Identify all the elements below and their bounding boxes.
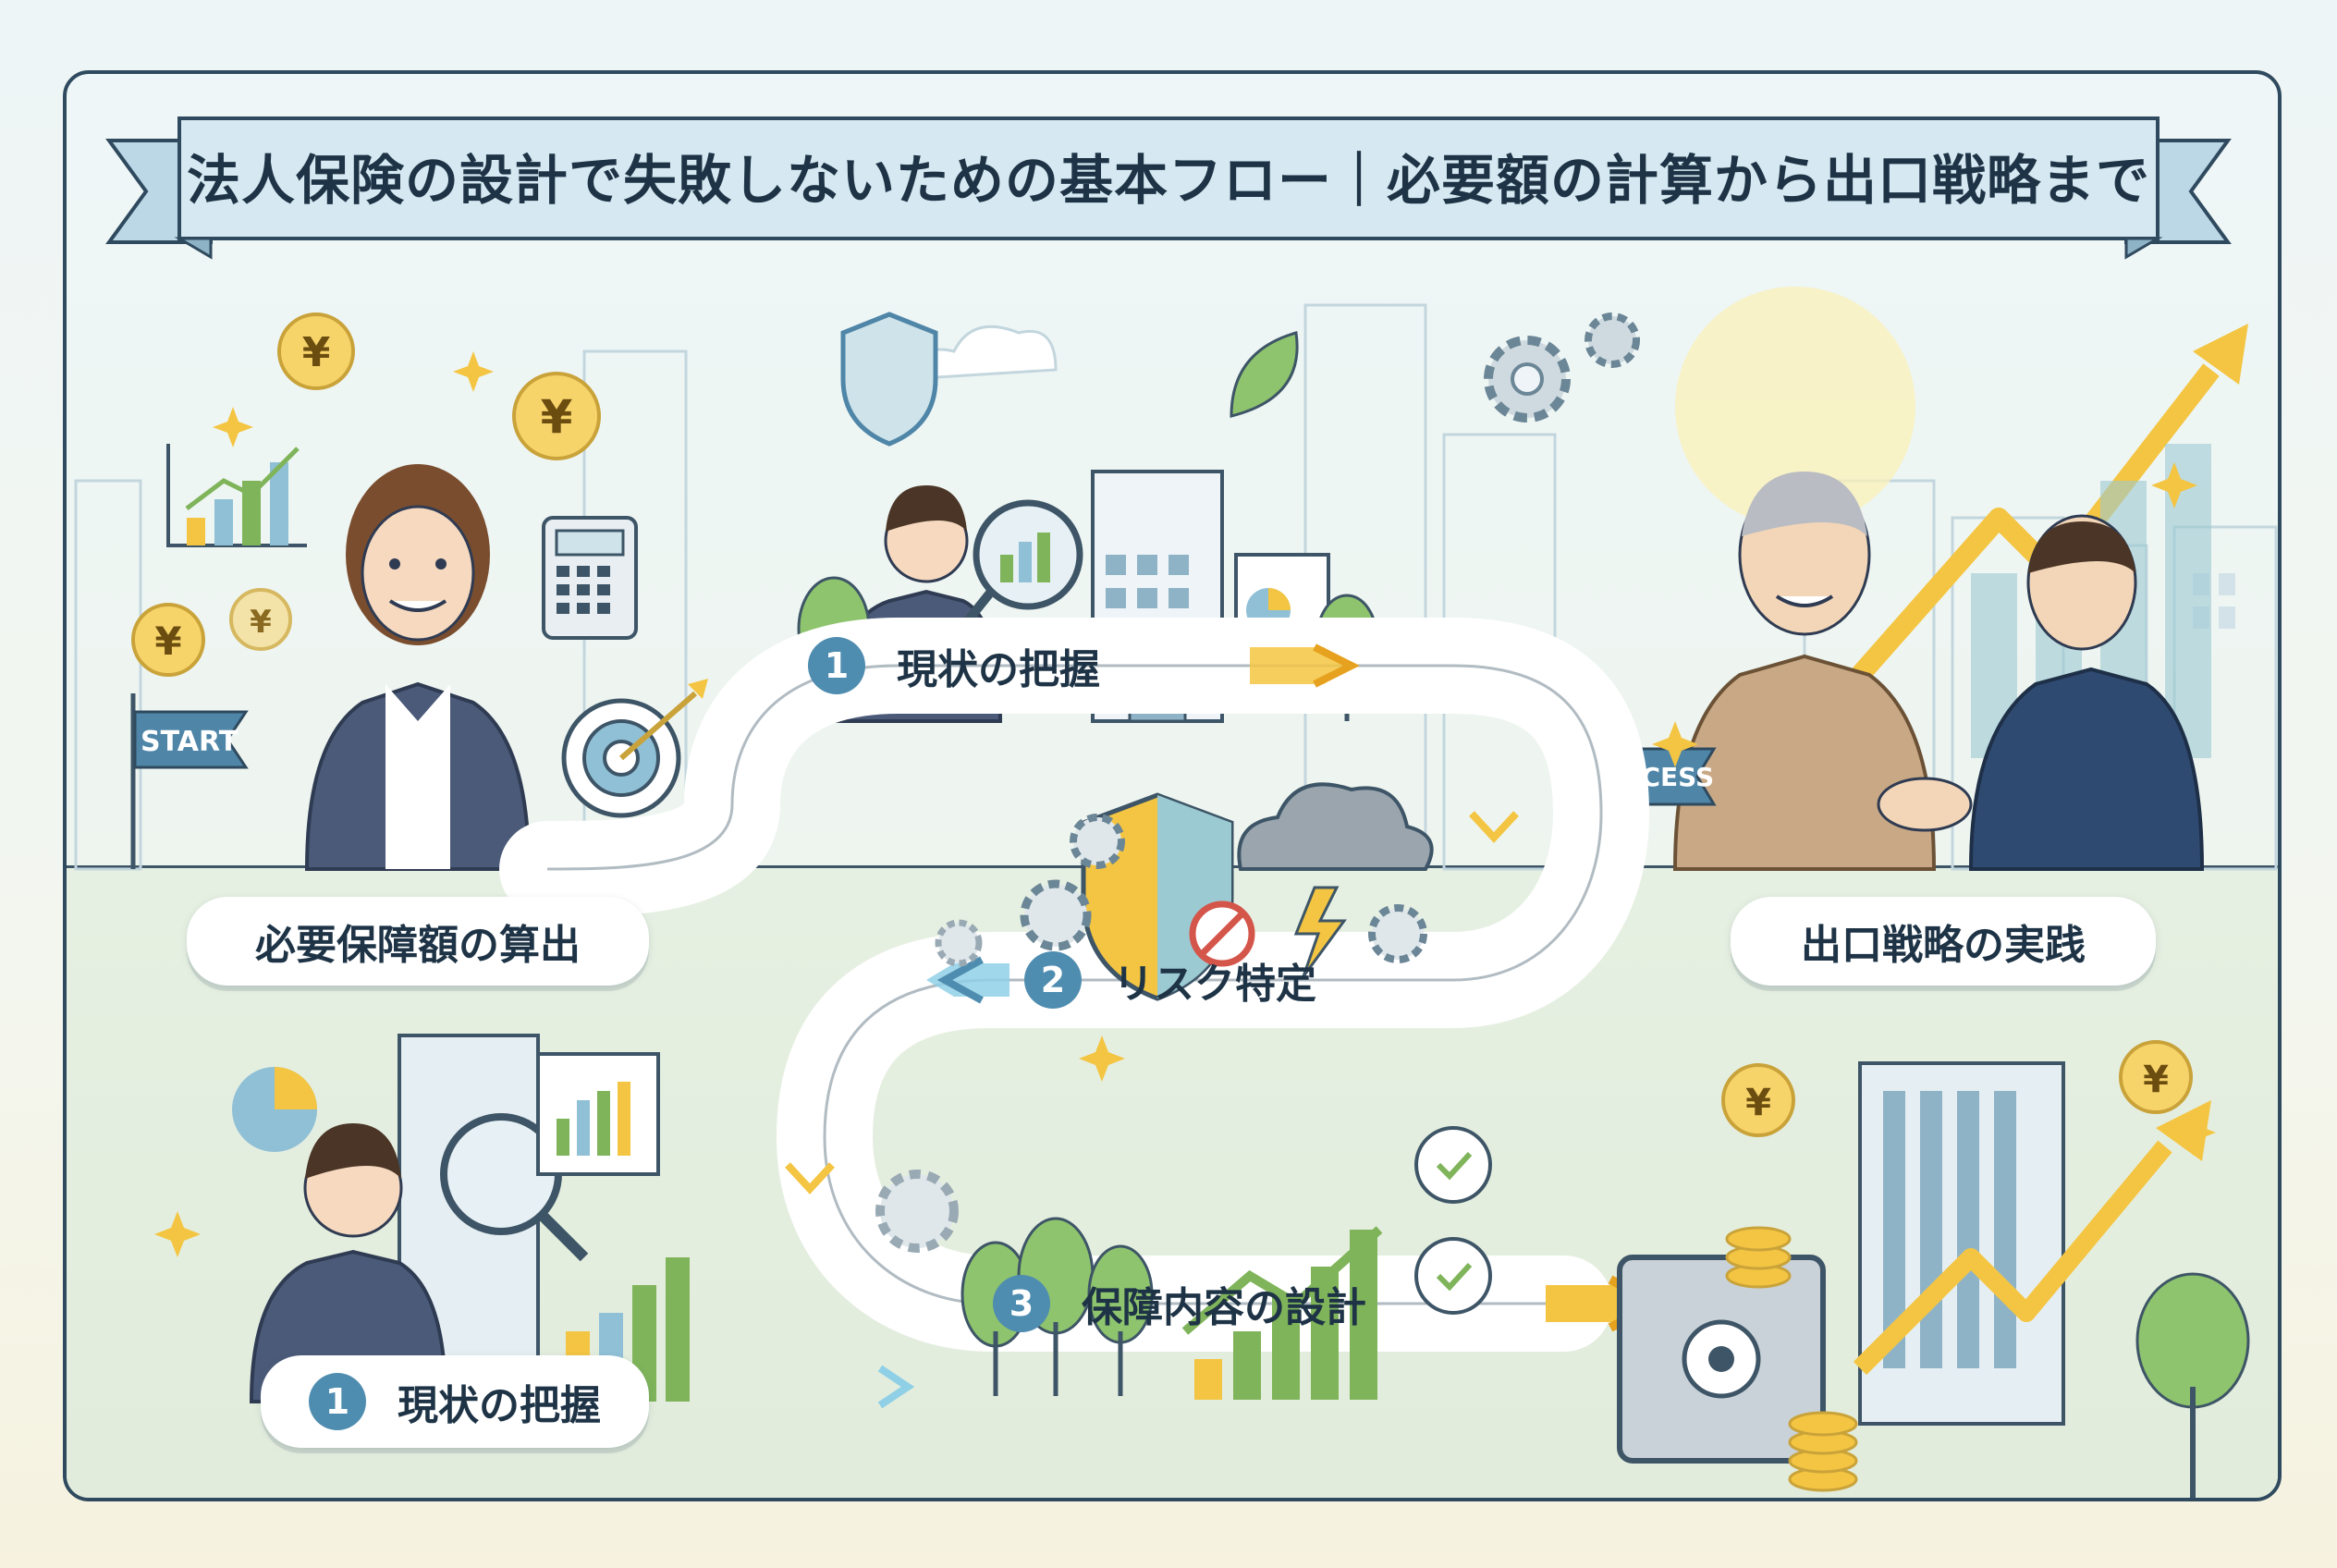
target-icon: [561, 679, 708, 818]
gear-icon: [1070, 814, 1125, 869]
gear-icon: [1585, 312, 1640, 368]
coin-stack-icon: [1725, 1226, 1858, 1492]
prohibited-icon: [1189, 900, 1255, 967]
step-2: 2 リスク特定: [1024, 950, 1316, 1010]
tree-icon: [2135, 1272, 2250, 1498]
yen-coin-icon: ¥: [229, 588, 292, 651]
yen-coin-icon: ¥: [512, 372, 601, 460]
arrow-icon: [1250, 643, 1360, 688]
young-executive-figure: [1968, 514, 2205, 871]
card-exit-strategy: 出口戦略の実践: [1731, 897, 2156, 986]
page-title: 法人保険の設計で失敗しないための基本フロー｜必要額の計算から出口戦略まで: [186, 149, 2150, 212]
bar-chart-icon: [166, 444, 307, 547]
pie-chart-icon: [232, 1067, 317, 1152]
yen-coin-icon: ¥: [277, 312, 355, 390]
gear-icon: [935, 919, 983, 967]
shield-check-icon: [1414, 1237, 1492, 1315]
leaf-icon: [1230, 331, 1299, 418]
step-number-badge: 1: [808, 637, 865, 694]
step-number-badge: 1: [309, 1373, 366, 1430]
magnifier-icon: [440, 1113, 589, 1262]
background-illustration: ¥ ¥ ¥ ¥: [74, 287, 2278, 1498]
step-3-label: 保障内容の設計: [1082, 1284, 1366, 1331]
yen-coin-icon: ¥: [131, 603, 205, 677]
card-required-coverage-label: 必要保障額の算出: [255, 922, 581, 969]
step-3: 3 保障内容の設計: [993, 1274, 1366, 1333]
senior-executive-figure: [1672, 472, 1937, 871]
card-current-status-label: 現状の把握: [398, 1382, 601, 1429]
sparkle-icon: [154, 351, 2216, 1257]
svg-text:¥: ¥: [2143, 1059, 2169, 1101]
winding-road: [499, 618, 1649, 1352]
start-flag-label: START: [141, 726, 239, 758]
office-building-right: [1858, 1061, 2065, 1426]
magnifier-icon: [958, 499, 1083, 632]
arrow-icon: [877, 1365, 915, 1409]
title-banner: 法人保険の設計で失敗しないための基本フロー｜必要額の計算から出口戦略まで: [181, 111, 2156, 240]
arrow-icon: [785, 1162, 835, 1194]
gear-icon: [875, 1170, 959, 1253]
gear-icon: [1484, 336, 1571, 423]
start-flag: START: [130, 693, 249, 869]
card-exit-strategy-label: 出口戦略の実践: [1801, 922, 2086, 969]
bar-chart-icon: [1181, 1226, 1383, 1400]
cloud-icon: [1237, 782, 1434, 871]
handshake-icon: [1877, 777, 1973, 832]
svg-text:¥: ¥: [154, 619, 181, 664]
step-1-label: 現状の把握: [897, 646, 1100, 693]
gear-icon: [1020, 879, 1092, 951]
card-required-coverage: 必要保障額の算出: [187, 897, 649, 986]
arrow-icon: [926, 956, 1009, 1004]
calculator-icon: [542, 516, 638, 640]
arrow-icon: [1469, 811, 1519, 843]
tree-icon: [1087, 1244, 1154, 1396]
title-ribbon: [105, 116, 2232, 260]
report-document-icon: [536, 1052, 660, 1176]
svg-text:¥: ¥: [541, 390, 573, 444]
step-number-badge: 2: [1024, 951, 1082, 1009]
step-2-label: リスク特定: [1113, 961, 1316, 1008]
card-current-status: 1 現状の把握: [261, 1355, 649, 1448]
shield-icon: [840, 312, 938, 447]
svg-text:¥: ¥: [1745, 1082, 1771, 1124]
yen-coin-icon: ¥: [1721, 1063, 1795, 1137]
yen-coin-icon: ¥: [2119, 1040, 2193, 1114]
safe-icon: [1617, 1255, 1826, 1464]
step-1: 1 現状の把握: [808, 636, 1100, 695]
businesswoman-figure: [304, 464, 532, 871]
svg-text:¥: ¥: [302, 329, 331, 376]
step-number-badge: 3: [993, 1275, 1050, 1332]
checkmark-icon: [1414, 1126, 1492, 1204]
diagram-frame: ¥ ¥ ¥ ¥: [63, 70, 2282, 1501]
svg-text:¥: ¥: [250, 604, 272, 641]
gear-icon: [1368, 904, 1427, 963]
lightning-icon: [1293, 886, 1347, 977]
sun-glow: [1675, 287, 1915, 527]
